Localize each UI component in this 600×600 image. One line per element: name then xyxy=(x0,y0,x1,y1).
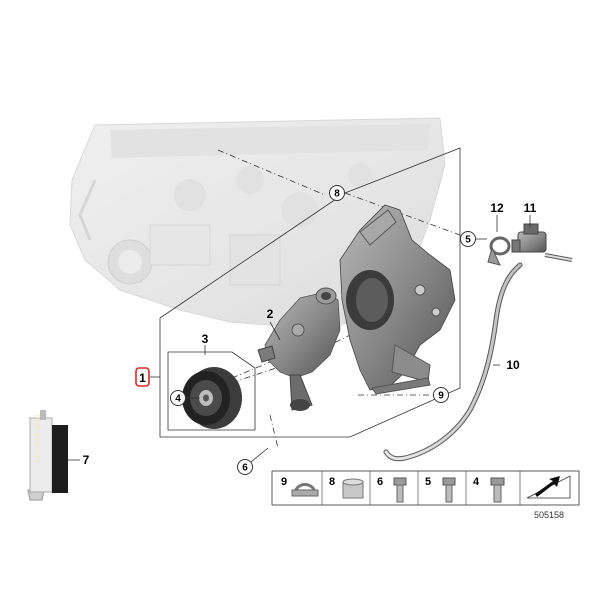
callout-4-circle xyxy=(170,390,186,406)
hose-clamp xyxy=(487,236,511,266)
bolt-icon xyxy=(442,477,456,503)
legend-item-4-label: 4 xyxy=(473,476,480,488)
callout-6-circle xyxy=(237,459,253,475)
legend-item-8[interactable]: 8 xyxy=(329,476,364,499)
legend-item-5-label: 5 xyxy=(425,476,431,488)
callout-5-circle xyxy=(460,231,476,247)
legend-item-5[interactable]: 5 xyxy=(425,476,456,503)
legend-frame xyxy=(271,470,580,506)
callout-4-label: 4 xyxy=(175,394,181,405)
callout-11-label[interactable]: 11 xyxy=(524,201,537,215)
callout-3-label[interactable]: 3 xyxy=(202,332,209,346)
callout-4[interactable]: 4 xyxy=(170,390,186,406)
legend-item-9[interactable]: 9 xyxy=(281,476,319,497)
callout-9[interactable]: 9 xyxy=(433,387,449,403)
sealant-label: LOCTITE 5970 xyxy=(35,414,42,462)
callout-5-label: 5 xyxy=(465,235,471,246)
callout-7-label[interactable]: 7 xyxy=(83,453,90,467)
callout-2-label[interactable]: 2 xyxy=(267,307,274,321)
pulley-inset-frame xyxy=(167,351,256,431)
pump-housing xyxy=(339,204,456,395)
sleeve-icon xyxy=(342,478,364,499)
callout-8-circle xyxy=(329,185,345,201)
callout-6-label: 6 xyxy=(242,463,248,474)
callout-6[interactable]: 6 xyxy=(237,459,253,475)
callout-12-label[interactable]: 12 xyxy=(490,201,504,215)
legend-item-6[interactable]: 6 xyxy=(377,476,407,503)
parts-legend: 9 8 6 5 xyxy=(271,470,580,506)
water-pump xyxy=(257,287,341,411)
legend-item-9-label: 9 xyxy=(281,476,287,488)
bolt-icon xyxy=(393,477,407,503)
legend-item-6-label: 6 xyxy=(377,476,383,488)
legend-item-8-label: 8 xyxy=(329,476,335,488)
valve-part xyxy=(511,223,547,253)
callout-1-box xyxy=(135,367,150,387)
callout-1[interactable]: 1 xyxy=(135,367,150,387)
bolt-icon xyxy=(490,477,505,503)
callout-9-circle xyxy=(433,387,449,403)
sealant-tube: LOCTITE 5970 xyxy=(27,410,68,501)
diagram-id: 505158 xyxy=(534,510,564,520)
callout-10-label[interactable]: 10 xyxy=(506,358,520,372)
callout-9-label: 9 xyxy=(438,391,444,402)
callout-8-label: 8 xyxy=(334,189,340,200)
coolant-hose xyxy=(383,253,573,462)
assembly-frame xyxy=(159,147,461,438)
arrow-symbol-icon xyxy=(526,475,571,499)
callout-8[interactable]: 8 xyxy=(329,185,345,201)
clip-icon xyxy=(291,483,319,497)
callout-1-label: 1 xyxy=(139,371,146,385)
legend-item-4[interactable]: 4 xyxy=(473,476,505,503)
callout-5[interactable]: 5 xyxy=(460,231,476,247)
pulley xyxy=(182,367,242,429)
engine-block xyxy=(69,117,446,331)
